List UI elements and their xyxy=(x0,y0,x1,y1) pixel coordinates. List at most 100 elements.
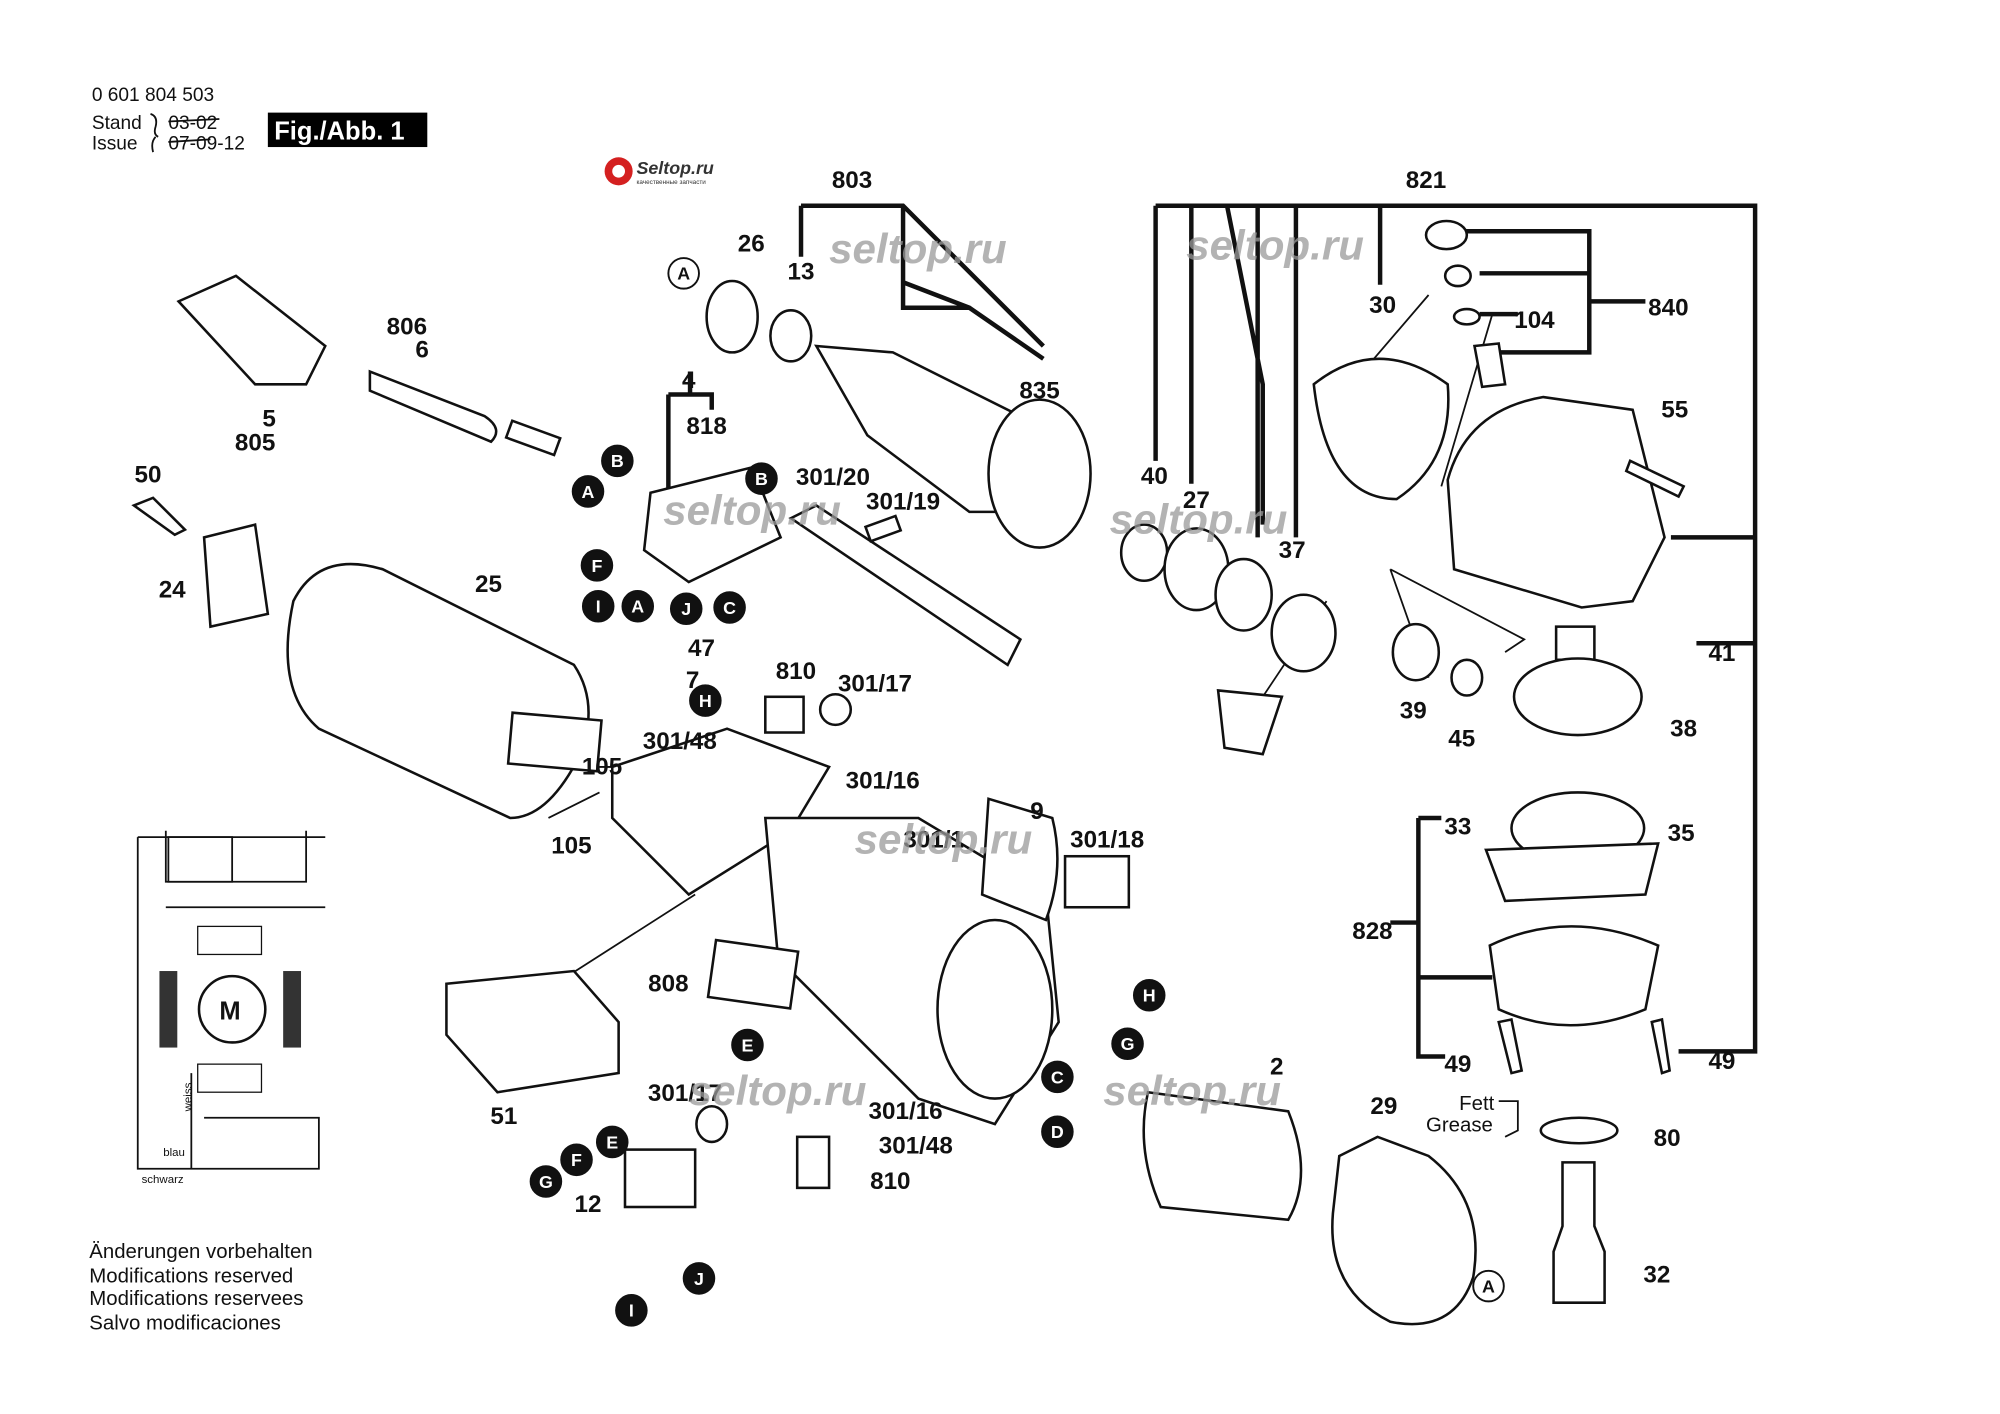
part-number: 0 601 804 503 xyxy=(92,85,214,106)
part-label: 810 xyxy=(870,1168,910,1195)
part-label: 301/1 xyxy=(903,826,964,853)
connector-marker: A xyxy=(571,475,605,508)
guard-29 xyxy=(1331,1135,1477,1326)
part-label: 105 xyxy=(582,754,622,781)
connector-letter: F xyxy=(591,556,602,576)
screw-55 xyxy=(1624,459,1686,499)
part-label: 5 xyxy=(262,405,275,432)
part-label: 13 xyxy=(788,259,815,286)
connector-letter: E xyxy=(741,1035,753,1055)
flange-37 xyxy=(1270,593,1337,673)
plate-9 xyxy=(980,797,1059,922)
part-label: 835 xyxy=(1019,377,1059,404)
screw-50 xyxy=(131,496,188,537)
part-label: 38 xyxy=(1670,715,1697,742)
part-label: 37 xyxy=(1279,537,1306,564)
part-label: 805 xyxy=(235,430,275,457)
field-coil-2 xyxy=(1142,1090,1303,1222)
part-label: 49 xyxy=(1444,1051,1471,1078)
motor-symbol xyxy=(197,974,267,1044)
connector-marker: G xyxy=(529,1165,563,1198)
connector-letter: G xyxy=(1121,1034,1135,1054)
connector-letter: E xyxy=(606,1132,618,1152)
part-label: 301/48 xyxy=(643,728,717,755)
connector-letter: J xyxy=(681,599,691,619)
button-840 xyxy=(1472,342,1507,389)
svg-text:качественные запчасти: качественные запчасти xyxy=(636,179,706,186)
connector-letter: A xyxy=(1482,1276,1495,1296)
switch-cover-301-18 xyxy=(1063,854,1131,909)
pinion-39 xyxy=(1391,622,1441,682)
strike-line xyxy=(168,118,220,123)
part-label: 6 xyxy=(415,337,428,364)
part-label: 24 xyxy=(159,576,186,603)
power-plug xyxy=(176,274,327,386)
part-label: 30 xyxy=(1369,292,1396,319)
part-label: 80 xyxy=(1654,1125,1681,1152)
switch-4 xyxy=(642,465,783,584)
part-label: 808 xyxy=(648,970,688,997)
bearing-26 xyxy=(705,279,759,354)
watermark: seltop.ru xyxy=(829,225,1007,272)
fan-835 xyxy=(987,398,1092,549)
housing-opening xyxy=(936,918,1054,1100)
wire-label-blue: blau xyxy=(163,1147,185,1159)
stand-label: Stand xyxy=(92,113,142,134)
spring-840 xyxy=(1443,264,1472,288)
cable-sleeve xyxy=(368,369,498,444)
nut-45 xyxy=(1450,658,1484,697)
connector-marker: H xyxy=(689,684,722,717)
brush-spring-301-17 xyxy=(818,692,853,727)
part-label: 12 xyxy=(575,1191,602,1218)
connector-marker: F xyxy=(560,1143,593,1177)
part-label: 105 xyxy=(551,833,591,860)
wire-label-white: weiss xyxy=(182,1082,194,1112)
connector-letter: A xyxy=(582,482,595,502)
connector-marker: D xyxy=(1041,1115,1074,1149)
connector-marker: B xyxy=(601,444,634,478)
wire-label-black: schwarz xyxy=(142,1174,184,1186)
part-label: 51 xyxy=(490,1103,517,1130)
brush-spring-301-17b xyxy=(695,1104,729,1144)
part-label: 55 xyxy=(1661,396,1688,423)
part-label: 9 xyxy=(1030,798,1043,825)
part-label: 301/19 xyxy=(866,488,940,515)
part-label: 29 xyxy=(1370,1093,1397,1120)
connector-letter: B xyxy=(755,469,768,489)
footer-line-fr: Modifications reservees xyxy=(89,1288,303,1310)
connector-marker: C xyxy=(1041,1060,1074,1094)
bearing-13 xyxy=(769,309,813,363)
connector-marker: E xyxy=(595,1125,629,1159)
part-label: 840 xyxy=(1648,294,1688,321)
issue-label: Issue xyxy=(92,134,138,155)
connector-letter: D xyxy=(1051,1122,1064,1142)
grease-note-de: Fett xyxy=(1459,1093,1494,1115)
part-label: 45 xyxy=(1448,726,1475,753)
svg-text:Seltop.ru: Seltop.ru xyxy=(636,158,713,178)
connector-letter: I xyxy=(596,597,601,617)
capacitor-51 xyxy=(445,969,620,1094)
switch-rod-301-20 xyxy=(788,504,1023,667)
watermark: seltop.ru xyxy=(1103,1067,1281,1114)
cable-clamp xyxy=(202,523,270,629)
footer-line-de: Änderungen vorbehalten xyxy=(89,1241,312,1263)
connector-marker: J xyxy=(669,592,703,626)
washer-80 xyxy=(1539,1116,1619,1145)
footer-line-en: Modifications reserved xyxy=(89,1265,293,1287)
carbon-brush-810 xyxy=(764,695,805,734)
part-label: 301/17 xyxy=(648,1080,722,1107)
part-label: 828 xyxy=(1352,918,1392,945)
connector-marker: I xyxy=(581,589,615,623)
connector-marker: A xyxy=(621,589,655,623)
connector-marker: I xyxy=(615,1294,648,1327)
cable xyxy=(504,419,562,457)
part-label: 301/20 xyxy=(796,464,870,491)
parts-drawings xyxy=(131,219,1686,1326)
bearing-41 xyxy=(1554,625,1596,662)
grease-note-en: Grease xyxy=(1426,1115,1493,1137)
watermark: seltop.ru xyxy=(1110,496,1288,543)
motor-label: M xyxy=(219,997,240,1025)
